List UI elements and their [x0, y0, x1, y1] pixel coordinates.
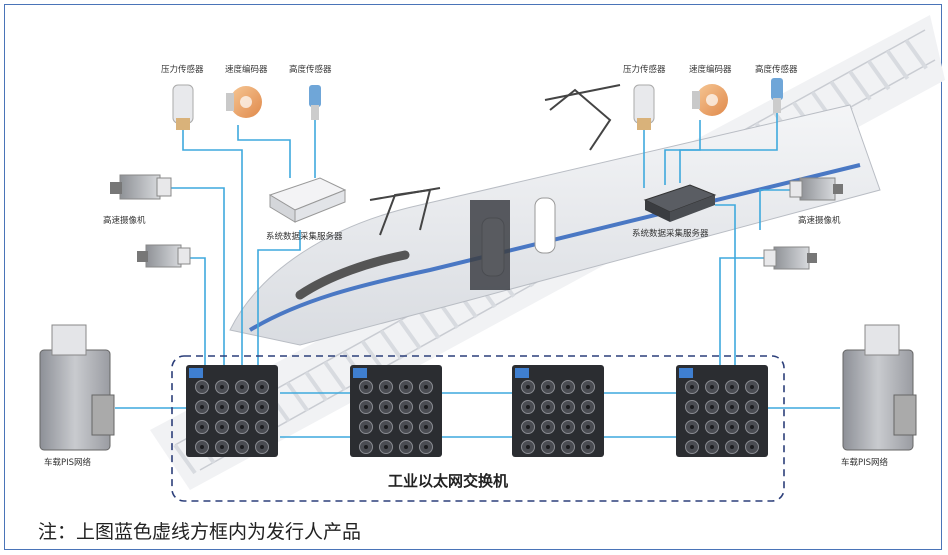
data-server-right: [643, 184, 717, 222]
label-pressure-sensor-right: 压力传感器: [623, 64, 666, 75]
product-boundary-box: [171, 355, 785, 502]
height-sensor-left: [309, 85, 321, 120]
camera-right-2: [763, 246, 817, 270]
label-pis-left: 车载PIS网络: [44, 457, 92, 468]
pressure-sensor-right: [633, 84, 655, 130]
label-server-right: 系统数据采集服务器: [632, 228, 709, 239]
footnote: 注：上图蓝色虚线方框内为发行人产品: [38, 521, 361, 543]
ethernet-switch: [512, 365, 604, 457]
label-camera-left: 高速摄像机: [103, 215, 146, 226]
high-speed-train: [229, 84, 881, 346]
speed-encoder-right: [692, 84, 728, 116]
pis-unit-right: [842, 324, 917, 451]
ethernet-switch: [350, 365, 442, 457]
ethernet-switch: [676, 365, 768, 457]
camera-right-1: [789, 177, 843, 201]
label-speed-encoder-right: 速度编码器: [689, 64, 732, 75]
pis-unit-left: [39, 324, 115, 451]
label-pressure-sensor-left: 压力传感器: [161, 64, 204, 75]
link-lines: [115, 110, 840, 438]
label-server-left: 系统数据采集服务器: [266, 231, 343, 242]
camera-left-2: [137, 244, 191, 268]
label-height-sensor-right: 高度传感器: [755, 64, 798, 75]
speed-encoder-left: [226, 86, 262, 118]
height-sensor-right: [771, 78, 783, 113]
label-switch-group: 工业以太网交换机: [388, 472, 508, 490]
label-height-sensor-left: 高度传感器: [289, 64, 332, 75]
camera-left-1: [110, 174, 172, 200]
data-server-left: [268, 177, 347, 223]
label-speed-encoder-left: 速度编码器: [225, 64, 268, 75]
pressure-sensor-left: [172, 84, 194, 130]
label-pis-right: 车载PIS网络: [841, 457, 889, 468]
ethernet-switch: [186, 365, 278, 457]
label-camera-right: 高速摄像机: [798, 215, 841, 226]
